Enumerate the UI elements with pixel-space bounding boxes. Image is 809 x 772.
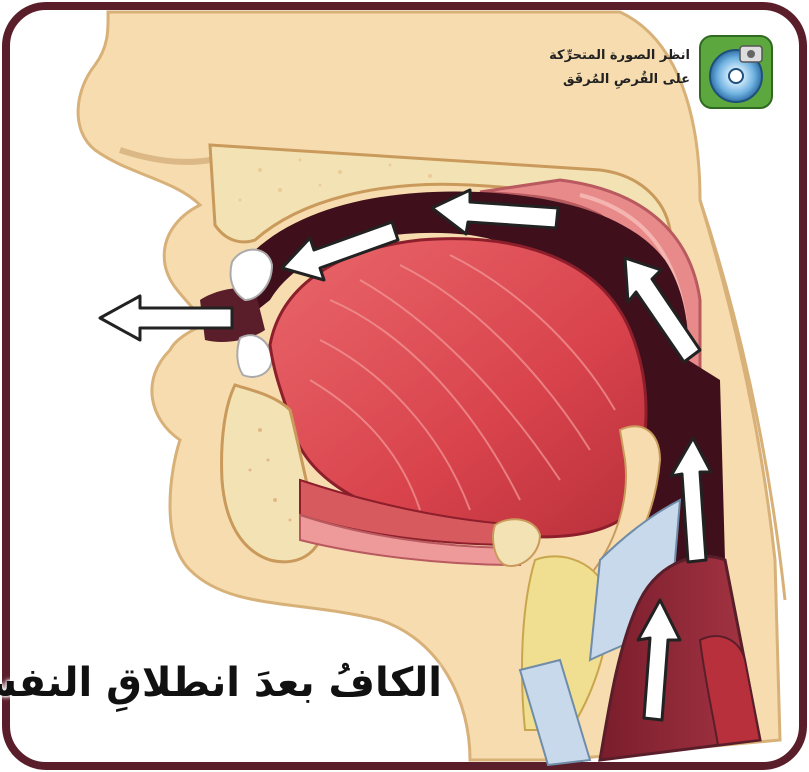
diagram-caption: الكافُ بعدَ انطلاقِ النفس [62,660,442,706]
badge-line-2: على القُرصِ المُرفَق [549,68,690,92]
badge-text: انظر الصورة المتحرِّكة على القُرصِ المُر… [549,44,690,92]
badge-line-1: انظر الصورة المتحرِّكة [549,44,690,68]
animation-badge: انظر الصورة المتحرِّكة على القُرصِ المُر… [512,36,782,114]
